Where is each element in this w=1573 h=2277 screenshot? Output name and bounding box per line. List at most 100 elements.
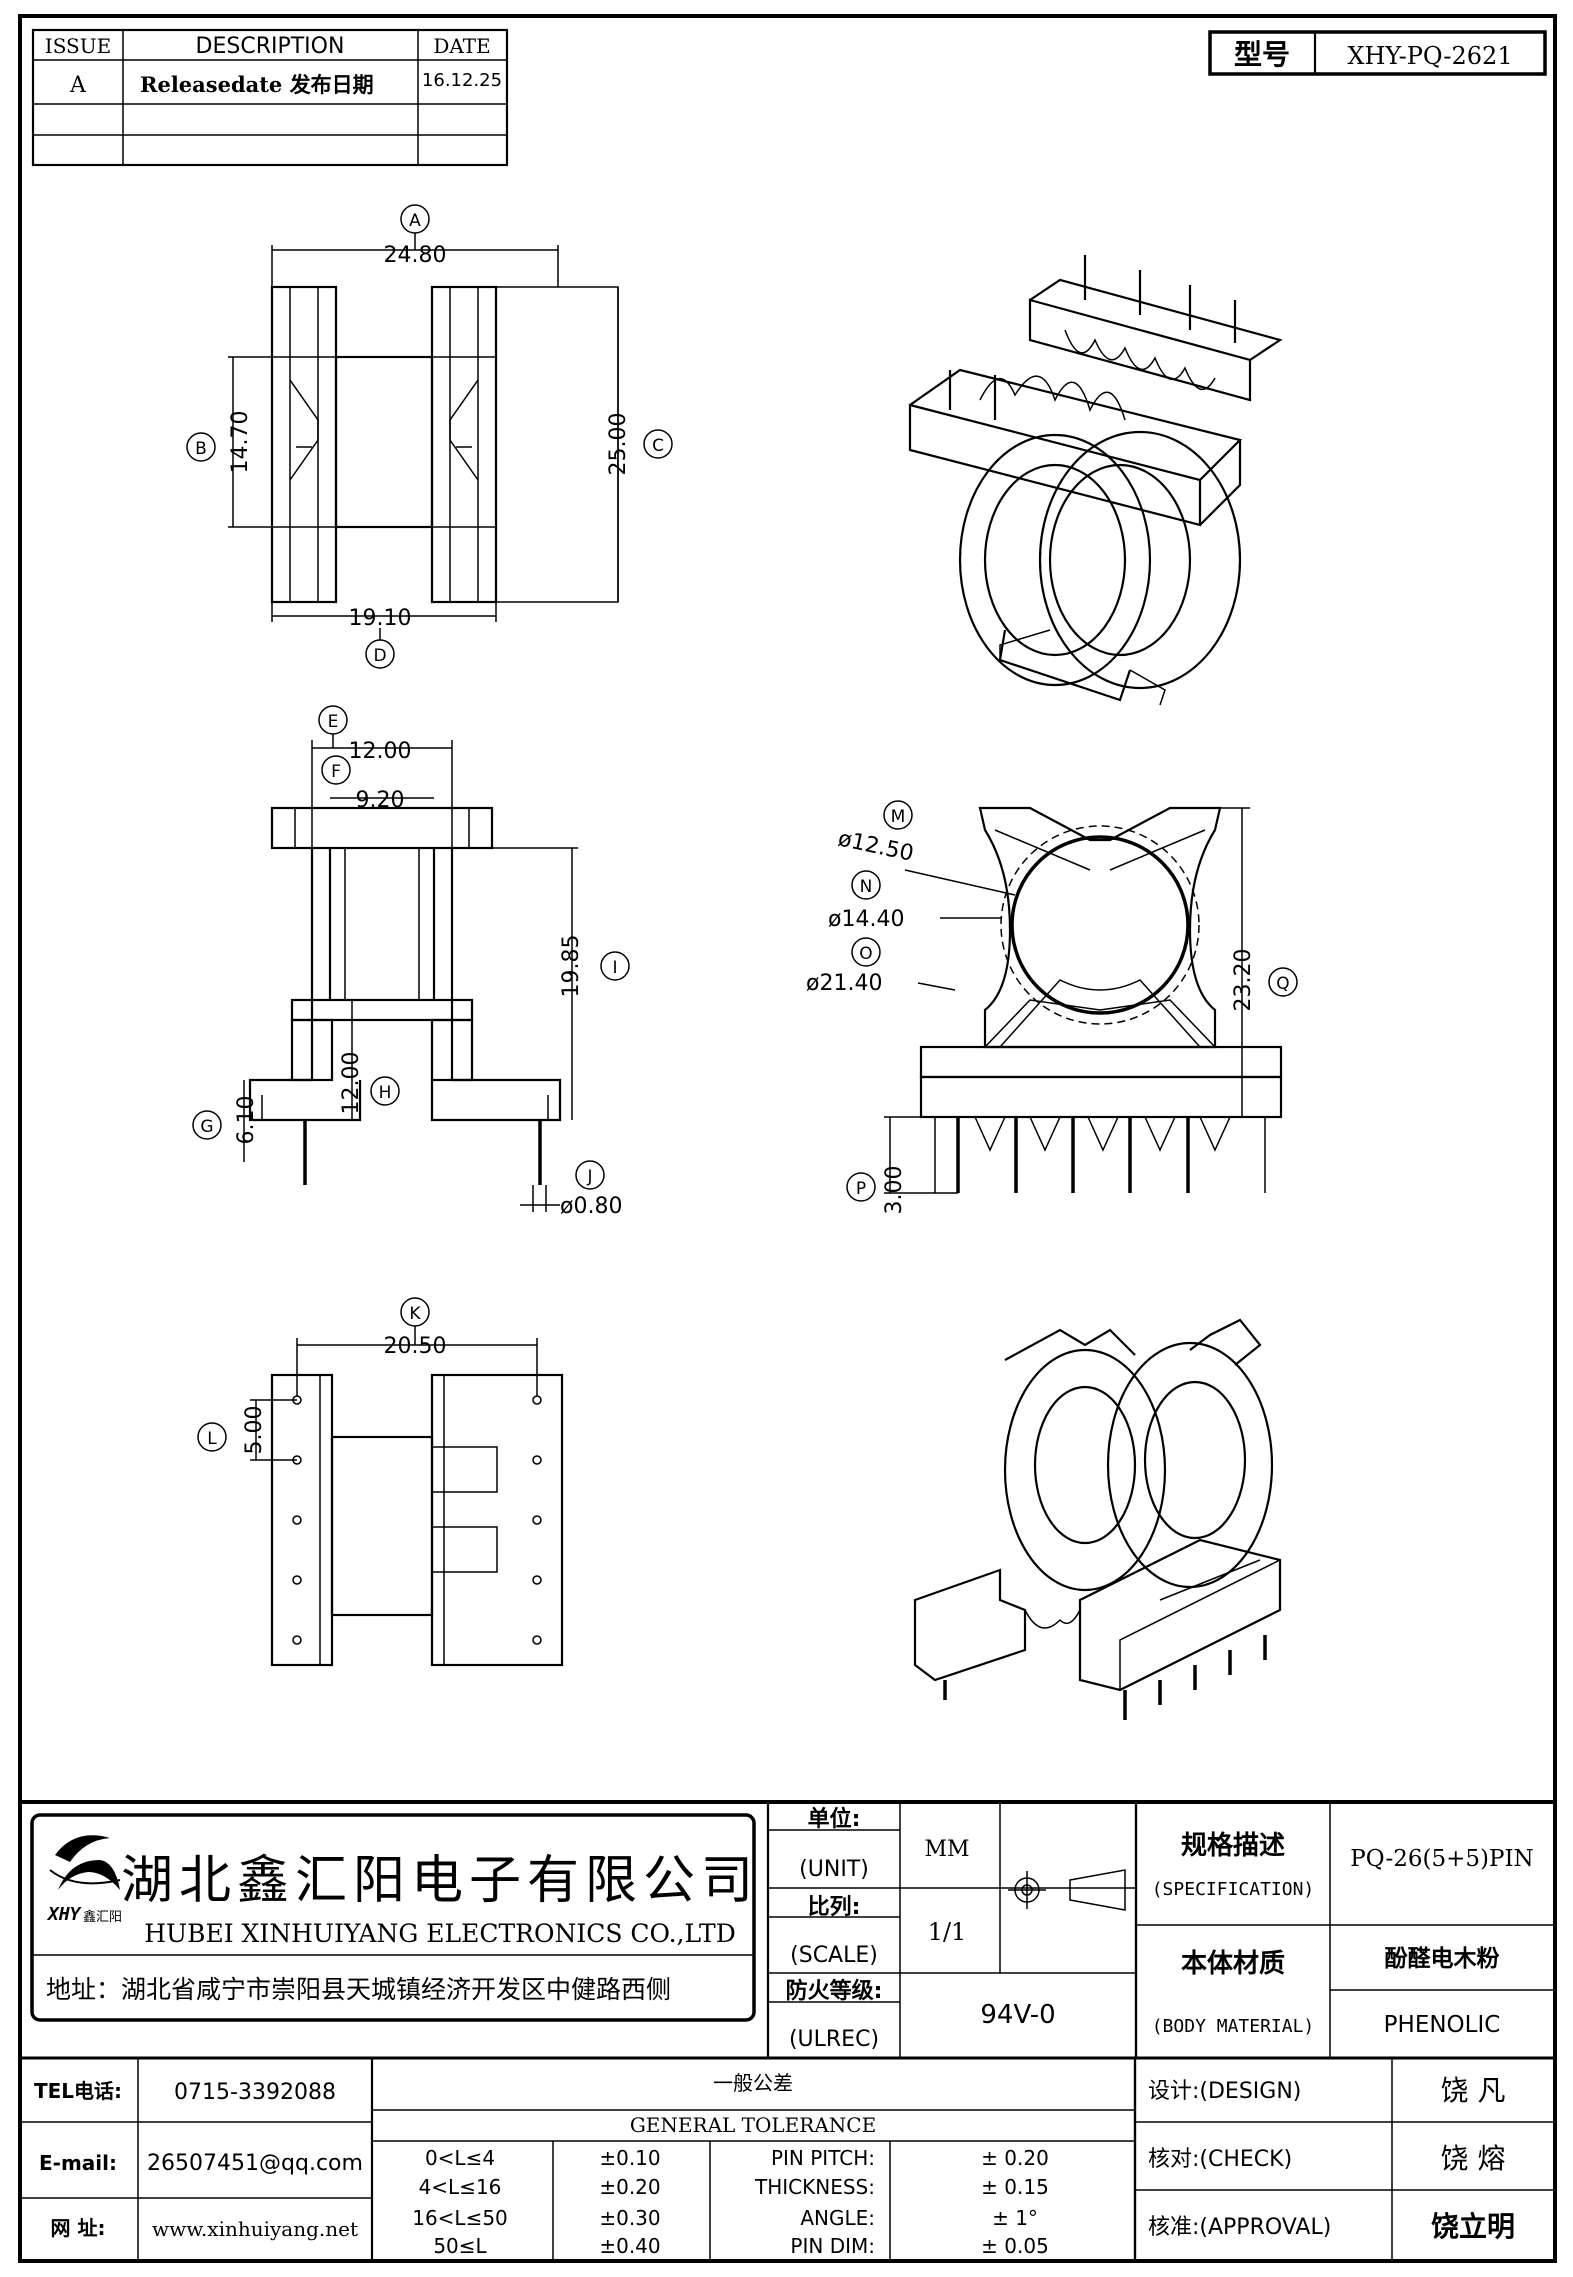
- logo-text: XHY: [46, 1904, 82, 1925]
- dim-o-tag: O: [859, 944, 872, 964]
- revision-date-cell: 16.12.25: [422, 70, 502, 91]
- dim-a-tag: A: [409, 211, 421, 231]
- dim-l-value: 5.00: [242, 1406, 267, 1455]
- tolerance-value: ±0.40: [599, 2234, 660, 2258]
- email-value: 26507451@qq.com: [147, 2151, 363, 2176]
- title-block: XHY 鑫汇阳 湖北鑫汇阳电子有限公司 HUBEI XINHUIYANG ELE…: [18, 1800, 1557, 2263]
- material-label-en: (BODY MATERIAL): [1152, 2016, 1315, 2037]
- company-address: 地址：湖北省咸宁市崇阳县天城镇经济开发区中健路西侧: [46, 1975, 671, 2004]
- dim-l-tag: L: [207, 1429, 217, 1449]
- material-value-cn: 酚醛电木粉: [1385, 1946, 1500, 1972]
- scale-value: 1/1: [928, 1918, 967, 1946]
- unit-label-en: (UNIT): [799, 1857, 869, 1882]
- pin-holes-left: [292, 1395, 302, 1645]
- revision-header-issue: ISSUE: [45, 34, 111, 58]
- unit-value: MM: [924, 1837, 969, 1862]
- logo-sub-text: 鑫汇阳: [83, 1909, 122, 1925]
- pin-holes-right: [532, 1395, 542, 1645]
- unit-label-cn: 单位:: [808, 1806, 861, 1832]
- dim-e-tag: E: [328, 712, 339, 732]
- tolerance-ranges: 0<L≤4 4<L≤16 16<L≤50 50≤L ±0.10 ±0.20 ±0…: [412, 2146, 660, 2258]
- fire-label-en: (ULREC): [789, 2027, 879, 2052]
- dim-b-tag: B: [195, 439, 207, 459]
- side-view: 12.00 E 9.20 F 19.85 I 12.00 H 6.10 G ø0…: [192, 705, 630, 1219]
- tolerance-range: 16<L≤50: [412, 2206, 508, 2230]
- web-value: www.xinhuiyang.net: [152, 2217, 358, 2241]
- tel-value: 0715-3392088: [174, 2080, 336, 2105]
- dim-b-value: 14.70: [228, 411, 253, 474]
- dim-g-tag: G: [200, 1117, 213, 1137]
- fire-value: 94V-0: [980, 2000, 1055, 2030]
- tolerance-spec-value: ± 0.20: [981, 2146, 1049, 2170]
- approval-name: 饶 凡: [1441, 2074, 1506, 2107]
- dim-e-value: 12.00: [349, 739, 412, 764]
- tel-label: TEL电话:: [34, 2079, 122, 2103]
- dim-m-value: ø12.50: [836, 826, 916, 866]
- tolerance-range: 50≤L: [433, 2234, 487, 2258]
- dim-f-value: 9.20: [356, 788, 405, 813]
- dim-h-tag: H: [379, 1083, 392, 1103]
- dim-c-value: 25.00: [606, 413, 631, 476]
- approval-label: 核准:(APPROVAL): [1148, 2215, 1331, 2240]
- dim-p-value: 3.00: [882, 1166, 907, 1215]
- tolerance-spec-value: ± 0.05: [981, 2234, 1049, 2258]
- dim-i-tag: I: [612, 958, 617, 978]
- tolerance-range: 4<L≤16: [419, 2175, 502, 2199]
- projection-symbol: [1008, 1869, 1126, 1911]
- dim-n-tag: N: [860, 877, 873, 897]
- tolerance-spec-value: ± 1°: [992, 2206, 1038, 2230]
- bottom-view: 20.50 K 5.00 L: [197, 1297, 564, 1667]
- spec-label-cn: 规格描述: [1181, 1830, 1285, 1861]
- dim-d-tag: D: [373, 646, 386, 666]
- dim-m-tag: M: [891, 807, 906, 827]
- dim-g-value: 6.10: [234, 1096, 259, 1145]
- dim-j-tag: J: [586, 1167, 592, 1187]
- tolerance-value: ±0.30: [599, 2206, 660, 2230]
- scale-label-en: (SCALE): [790, 1943, 878, 1968]
- approval-label: 设计:(DESIGN): [1148, 2079, 1301, 2104]
- revision-header-date: DATE: [433, 34, 490, 58]
- model-box: 型号 XHY-PQ-2621: [1208, 30, 1547, 76]
- tolerance-spec-label: ANGLE:: [800, 2206, 875, 2230]
- dim-p-tag: P: [856, 1179, 866, 1199]
- tolerance-range: 0<L≤4: [425, 2146, 495, 2170]
- dim-k-tag: K: [409, 1304, 421, 1324]
- tolerance-value: ±0.20: [599, 2175, 660, 2199]
- dim-i-value: 19.85: [559, 935, 584, 998]
- dim-q-tag: Q: [1276, 974, 1289, 994]
- spec-value: PQ-26(5+5)PIN: [1350, 1846, 1533, 1872]
- spec-label-en: (SPECIFICATION): [1152, 1879, 1315, 1900]
- model-number: XHY-PQ-2621: [1347, 42, 1512, 70]
- revision-issue-cell: A: [69, 73, 87, 98]
- tolerance-spec-label: PIN DIM:: [790, 2234, 875, 2258]
- tolerance-spec-value: ± 0.15: [981, 2175, 1049, 2199]
- approval-label: 核对:(CHECK): [1148, 2147, 1292, 2172]
- email-label: E-mail:: [39, 2151, 117, 2175]
- revision-description-cell: Releasedate 发布日期: [140, 72, 374, 97]
- isometric-view-bottom: [913, 1318, 1282, 1720]
- dim-n-value: ø14.40: [828, 907, 904, 932]
- tolerance-spec-label: THICKNESS:: [754, 2175, 875, 2199]
- company-name-en: HUBEI XINHUIYANG ELECTRONICS CO.,LTD: [144, 1919, 736, 1948]
- tolerance-spec-label: PIN PITCH:: [771, 2146, 875, 2170]
- dim-d-value: 19.10: [349, 606, 412, 631]
- dim-f-tag: F: [331, 762, 341, 782]
- tolerance-title-en: GENERAL TOLERANCE: [630, 2113, 876, 2137]
- fire-label-cn: 防火等级:: [786, 1978, 883, 2004]
- front-view: 23.20 Q 3.00 P M ø12.50 N ø14.40 O ø21.4…: [806, 800, 1298, 1215]
- dim-o-value: ø21.40: [806, 971, 882, 996]
- tolerance-specs: PIN PITCH: THICKNESS: ANGLE: PIN DIM: ± …: [754, 2146, 1049, 2258]
- scale-label-cn: 比列:: [808, 1895, 861, 1920]
- dim-h-value: 12.00: [339, 1052, 364, 1115]
- tolerance-value: ±0.10: [599, 2146, 660, 2170]
- web-label: 网 址:: [51, 2216, 106, 2240]
- dim-j-value: ø0.80: [560, 1194, 622, 1219]
- company-logo: XHY 鑫汇阳: [46, 1835, 122, 1925]
- approval-name: 饶立明: [1431, 2210, 1515, 2243]
- dim-q-value: 23.20: [1231, 949, 1256, 1012]
- approval-name: 饶 熔: [1441, 2142, 1506, 2175]
- top-view: 24.80 A 14.70 B 25.00 C 19.10 D: [186, 204, 673, 669]
- company-name-cn: 湖北鑫汇阳电子有限公司: [121, 1851, 759, 1911]
- dim-c-tag: C: [652, 436, 664, 456]
